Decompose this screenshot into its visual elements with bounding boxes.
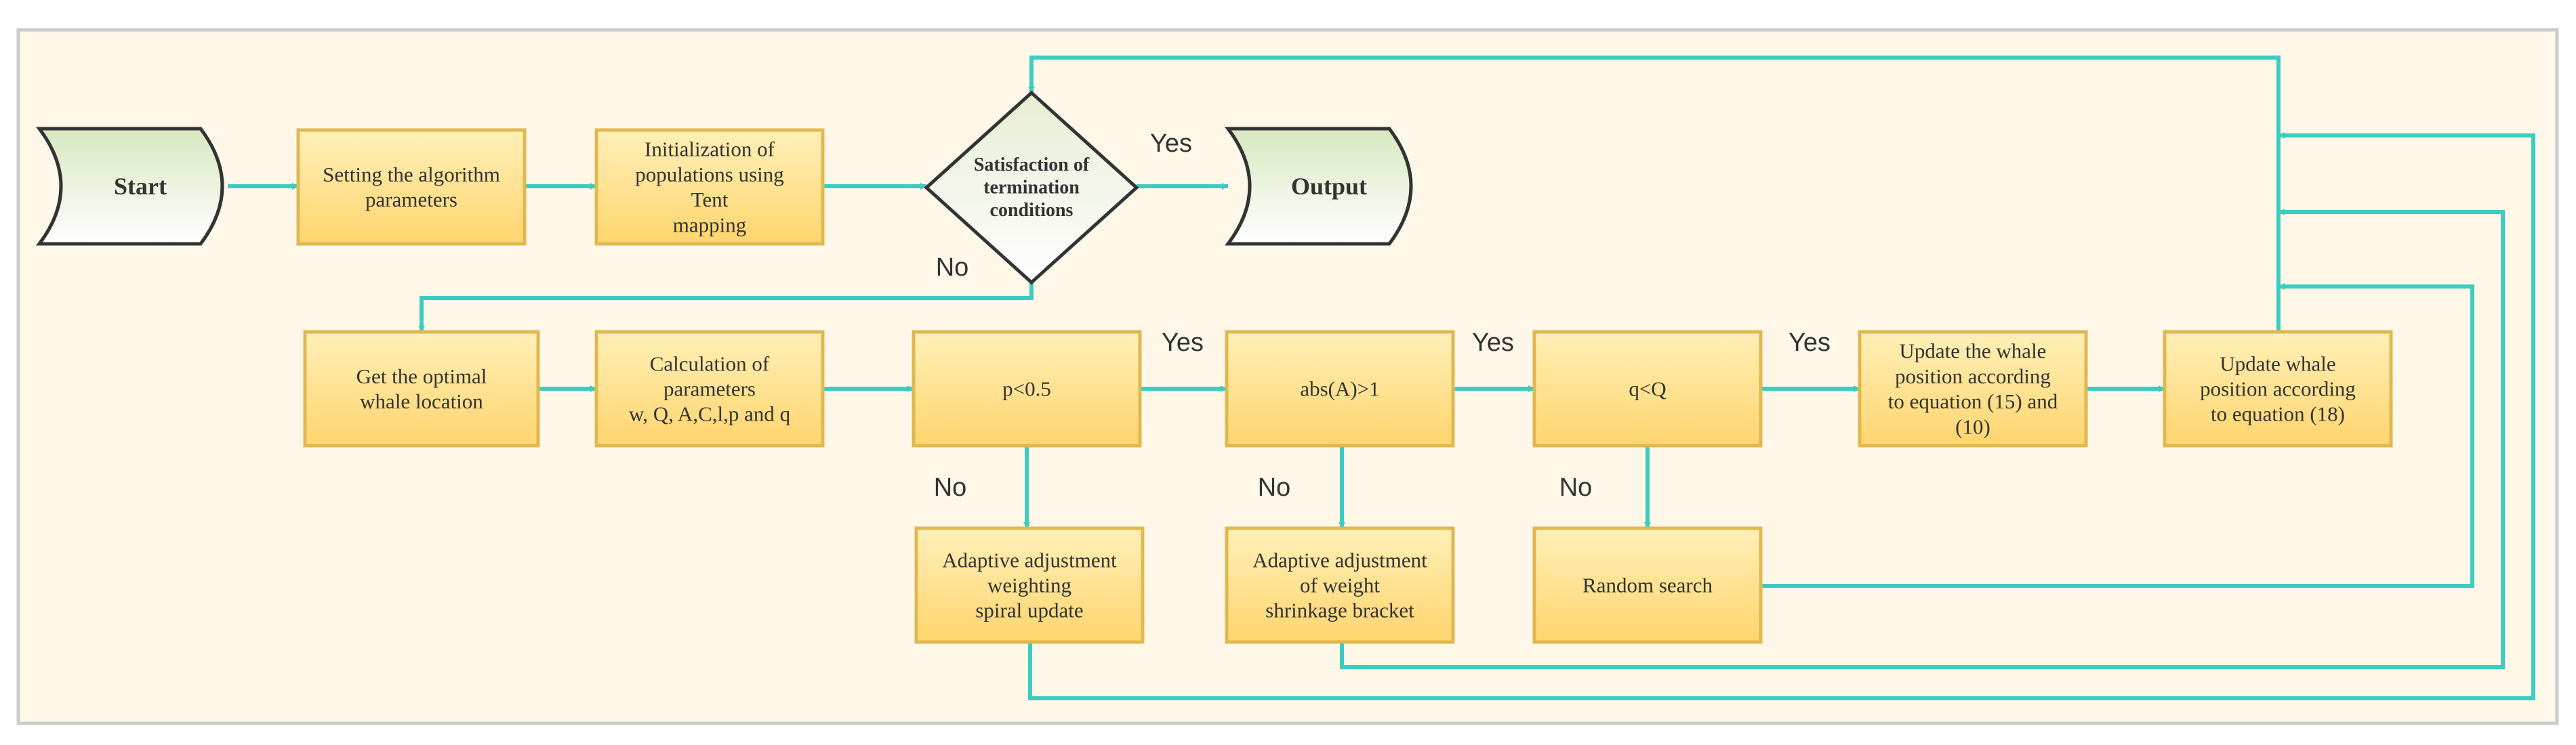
- node-label-line: parameters: [365, 188, 457, 211]
- node-shape: [912, 330, 1142, 448]
- node-label-line: Output: [1291, 173, 1367, 200]
- node-label-line: Update the whale: [1900, 339, 2047, 363]
- node-label-line: Random search: [1582, 574, 1713, 597]
- node-label-line: (10): [1955, 414, 1990, 438]
- edge-label-abs-yes: Yes: [1472, 328, 1514, 357]
- node-label-line: p<0.5: [1002, 377, 1051, 401]
- node-p-check: p<0.5: [912, 330, 1142, 448]
- node-label-line: parameters: [663, 377, 756, 401]
- node-label-line: position according: [2200, 377, 2356, 401]
- node-q-check: q<Q: [1532, 330, 1763, 448]
- node-shape: [1532, 330, 1763, 448]
- edge-random-feedback: [1761, 283, 2474, 588]
- node-label-line: conditions: [990, 200, 1074, 221]
- edge-label-p-yes: Yes: [1162, 328, 1204, 357]
- node-label-line: Update whale: [2220, 352, 2335, 375]
- node-start: Start: [35, 127, 224, 246]
- node-shape: [594, 128, 825, 246]
- node-label-line: spiral update: [975, 599, 1083, 622]
- node-label-line: to equation (18): [2211, 402, 2345, 426]
- edge-label-term-no: No: [936, 253, 969, 282]
- node-shape: [1225, 526, 1455, 644]
- node-label-line: Adaptive adjustment: [1252, 548, 1427, 572]
- node-shape: [303, 330, 540, 448]
- node-shape: [296, 128, 527, 246]
- edge-update18-loop: [1028, 56, 2281, 332]
- edge-label-p-no: No: [934, 473, 967, 502]
- edge-shrink-feedback: [1340, 209, 2505, 669]
- node-label-line: abs(A)>1: [1300, 377, 1379, 401]
- connectors: [228, 56, 2535, 700]
- node-shape: [1532, 526, 1763, 644]
- node-shape: [1858, 330, 2088, 448]
- node-label-line: w, Q, A,C,l,p and q: [629, 402, 790, 426]
- node-label-line: Initialization of: [645, 137, 775, 161]
- node-label-line: Adaptive adjustment: [942, 548, 1117, 572]
- edge-spiral-feedback: [1028, 132, 2535, 700]
- edge-label-q-no: No: [1559, 473, 1593, 502]
- node-shape: [1225, 330, 1455, 448]
- node-output: Output: [1224, 127, 1413, 246]
- node-shape: [2163, 330, 2393, 448]
- node-label-line: Satisfaction of: [974, 154, 1090, 175]
- node-shape: [594, 330, 825, 448]
- node-shape: [914, 526, 1145, 644]
- node-label-line: Start: [114, 173, 167, 200]
- node-abs-check: abs(A)>1: [1225, 330, 1455, 448]
- edge-label-term-yes: Yes: [1150, 129, 1192, 158]
- node-random-search: Random search: [1532, 526, 1763, 644]
- node-shape: [1224, 127, 1413, 246]
- node-label-line: of weight: [1300, 574, 1380, 597]
- edge-label-abs-no: No: [1258, 473, 1291, 502]
- node-label-line: Get the optimal: [356, 364, 487, 388]
- node-label-line: Setting the algorithm: [323, 163, 500, 186]
- edge-termination-no: [418, 282, 1034, 333]
- node-shape: [924, 90, 1139, 285]
- node-label-line: populations using: [635, 163, 784, 186]
- node-label-line: Calculation of: [650, 352, 770, 375]
- node-label-line: position according: [1895, 364, 2051, 388]
- node-label-line: weighting: [987, 574, 1071, 597]
- node-label-line: mapping: [673, 213, 747, 236]
- node-label-line: Tent: [691, 188, 729, 211]
- node-label-line: to equation (15) and: [1888, 389, 2058, 413]
- node-shape: [35, 127, 224, 246]
- node-label-line: whale location: [360, 389, 483, 413]
- node-label-line: q<Q: [1629, 377, 1666, 401]
- node-label-line: termination: [983, 177, 1080, 198]
- node-label-line: shrinkage bracket: [1265, 599, 1414, 622]
- edge-label-q-yes: Yes: [1788, 328, 1831, 357]
